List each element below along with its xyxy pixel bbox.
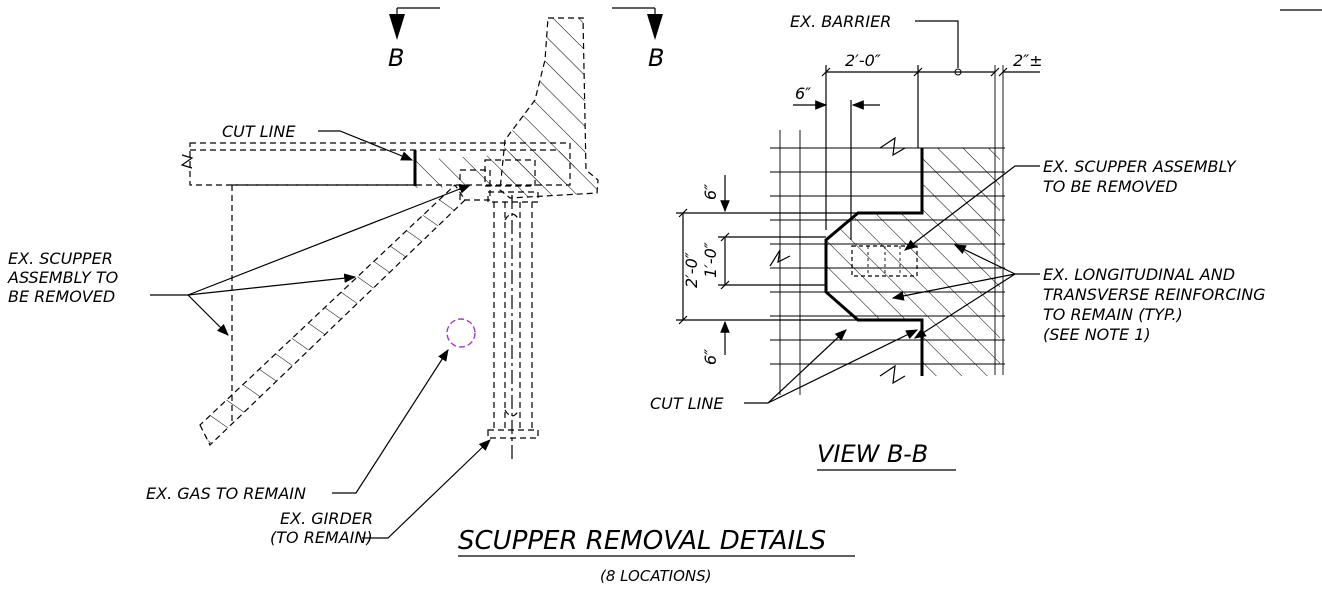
barrier-label: EX. BARRIER bbox=[790, 12, 891, 31]
main-subtitle: (8 LOCATIONS) bbox=[600, 567, 712, 585]
scupper-label-left-3: BE REMOVED bbox=[8, 287, 115, 306]
view-title: VIEW B-B bbox=[817, 440, 928, 468]
dim-offset: 6″ bbox=[795, 84, 811, 103]
gas-label: EX. GAS TO REMAIN bbox=[146, 484, 306, 503]
dim-top-right: 2″± bbox=[1013, 51, 1043, 70]
dim-top-width: 2′-0″ bbox=[845, 51, 881, 70]
view-b-b: 2′-0″ 2″± 6″ EX. BARRIER 6″ 2′-0″ 1′-0″ … bbox=[650, 12, 1266, 471]
reinf-label-2: TRANSVERSE REINFORCING bbox=[1043, 285, 1266, 304]
gas-line-marker bbox=[446, 318, 476, 348]
section-arrow-right bbox=[612, 7, 663, 40]
scupper-box bbox=[851, 245, 918, 277]
left-detail: B B bbox=[7, 7, 664, 547]
section-mark-right: B bbox=[648, 44, 664, 72]
scupper-label-left-2: ASSEMBLY TO bbox=[7, 268, 118, 287]
dim-vert-bottom: 6″ bbox=[701, 349, 720, 365]
main-title: SCUPPER REMOVAL DETAILS bbox=[458, 526, 826, 556]
cut-line-outline bbox=[824, 148, 924, 376]
scupper-label-left-1: EX. SCUPPER bbox=[8, 249, 113, 268]
section-mark-left: B bbox=[388, 44, 404, 72]
reinf-label-4: (SEE NOTE 1) bbox=[1043, 325, 1151, 344]
dim-vert-top: 6″ bbox=[701, 184, 720, 200]
cut-line-label-left: CUT LINE bbox=[222, 122, 296, 141]
scupper-right-label-1: EX. SCUPPER ASSEMBLY bbox=[1043, 157, 1237, 176]
scupper-right-label-2: TO BE REMOVED bbox=[1043, 177, 1178, 196]
girder-label-2: (TO REMAIN) bbox=[270, 528, 373, 547]
girder bbox=[487, 191, 539, 460]
dim-vert-mid: 1′-0″ bbox=[701, 242, 720, 278]
scupper-pipe bbox=[199, 184, 466, 446]
girder-label-1: EX. GIRDER bbox=[280, 509, 373, 528]
dim-vert-total: 2′-0″ bbox=[682, 252, 701, 288]
cut-line-label-right: CUT LINE bbox=[650, 394, 724, 413]
section-arrow-left bbox=[389, 7, 440, 40]
reinf-label-3: TO REMAIN (TYP.) bbox=[1043, 305, 1183, 324]
reinf-label-1: EX. LONGITUDINAL AND bbox=[1043, 265, 1235, 284]
